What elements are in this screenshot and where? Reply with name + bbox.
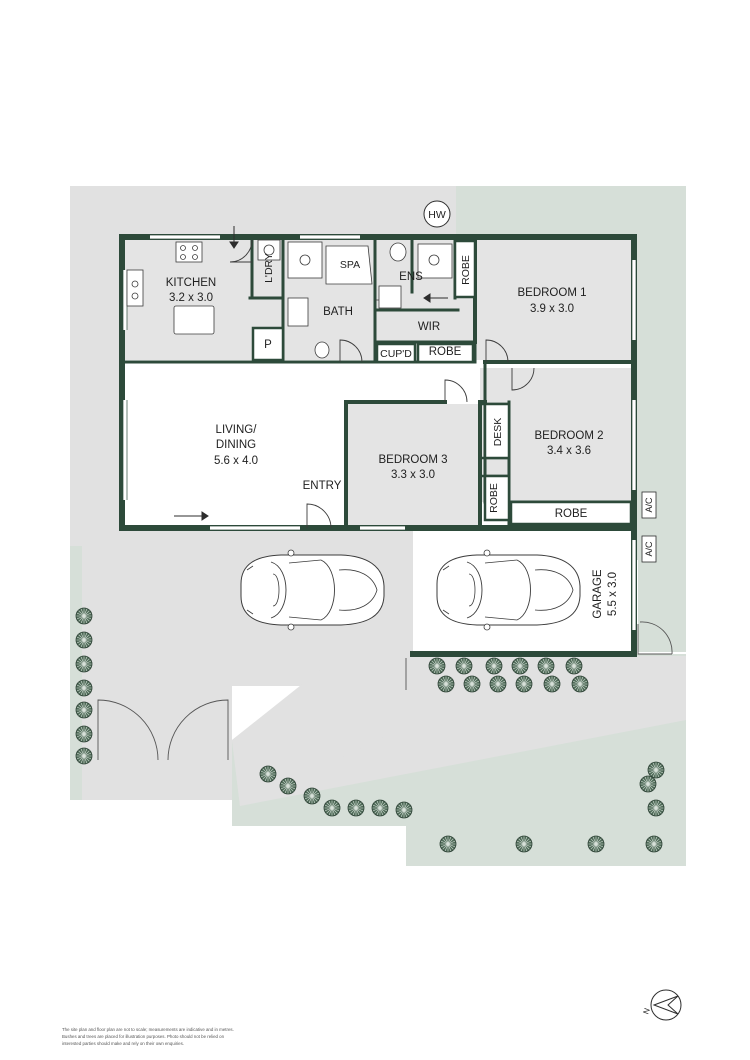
- living-size: 5.6 x 4.0: [214, 455, 258, 467]
- doors: [229, 239, 535, 529]
- hot-water-marker: HW: [423, 200, 451, 228]
- entry-arrows: [174, 226, 448, 521]
- ac-unit-2-label: A/C: [644, 541, 654, 557]
- robe-bed3-label: ROBE: [488, 483, 500, 513]
- laundry-label: L'DRY: [263, 253, 275, 283]
- living-label-line1: LIVING/: [216, 424, 258, 436]
- pantry-label: P: [264, 339, 272, 351]
- ac-unit-2: A/C: [641, 535, 657, 563]
- robe-bed1-wall-label: ROBE: [460, 255, 472, 285]
- bedroom3-label: BEDROOM 3: [378, 454, 447, 466]
- bedroom2-size: 3.4 x 3.6: [547, 445, 591, 457]
- front-gate: [97, 621, 673, 761]
- ensuite-label: ENS: [399, 271, 423, 283]
- car-driveway: [240, 549, 385, 631]
- built-ins: [251, 239, 633, 526]
- bedroom2-label: BEDROOM 2: [534, 430, 603, 442]
- disclaimer-line: interested parties should make and rely …: [62, 1041, 185, 1046]
- bedroom3-size: 3.3 x 3.0: [391, 469, 435, 481]
- north-arrow: N: [641, 989, 682, 1021]
- disclaimer-line: The site plan and floor plan are not to …: [62, 1027, 234, 1032]
- disclaimer-line: Bushes and trees are placed for illustra…: [62, 1034, 225, 1039]
- ac-unit-1: A/C: [641, 491, 657, 519]
- bath-label: BATH: [323, 306, 353, 318]
- garage-size: 5.5 x 3.0: [607, 572, 619, 616]
- room-labels: KITCHEN 3.2 x 3.0 L'DRY P SPA BATH ENS R…: [166, 253, 619, 619]
- kitchen-size: 3.2 x 3.0: [169, 292, 213, 304]
- bedroom1-label: BEDROOM 1: [517, 287, 586, 299]
- windows: [123, 235, 636, 630]
- house-floor: [123, 238, 633, 652]
- window-frames: [122, 234, 637, 630]
- living-label-line2: DINING: [216, 439, 256, 451]
- fixtures: [126, 239, 453, 359]
- hot-water-label: HW: [428, 209, 446, 221]
- car-garage: [436, 549, 581, 631]
- desk-label: DESK: [492, 418, 504, 447]
- entry-label: ENTRY: [303, 480, 342, 492]
- garage-label: GARAGE: [592, 569, 604, 619]
- north-label: N: [641, 1007, 652, 1016]
- bedroom1-size: 3.9 x 3.0: [530, 303, 574, 315]
- disclaimer: The site plan and floor plan are not to …: [62, 1026, 302, 1047]
- kitchen-label: KITCHEN: [166, 277, 216, 289]
- robe-bed1-hall-label: ROBE: [429, 346, 462, 358]
- robe-bed2-label: ROBE: [555, 508, 588, 520]
- ac-unit-1-label: A/C: [644, 497, 654, 513]
- spa-label: SPA: [340, 259, 360, 271]
- wir-label: WIR: [418, 321, 440, 333]
- cupboard-label: CUP'D: [380, 348, 412, 360]
